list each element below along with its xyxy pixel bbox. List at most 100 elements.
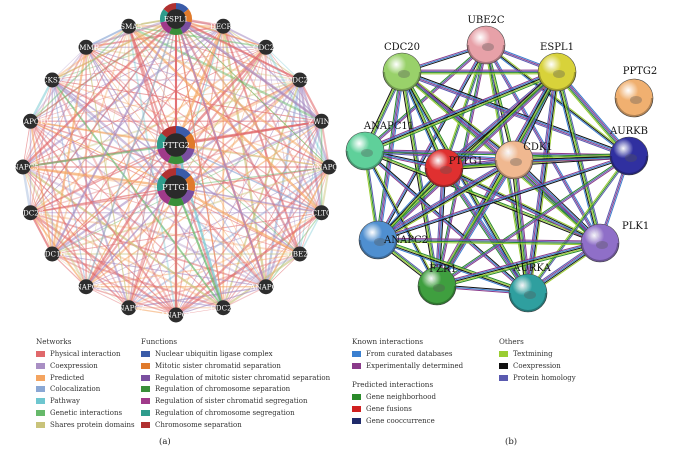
legend-swatch [141, 398, 150, 405]
node-cdc23[interactable]: CDC23 [210, 300, 237, 316]
protein-node-plk1[interactable]: PLK1 [580, 221, 649, 263]
protein-node-aurka[interactable]: AURKA [508, 263, 552, 313]
svg-text:UBE2S: UBE2S [287, 250, 313, 259]
svg-text:ANAPC2: ANAPC2 [249, 282, 282, 291]
network-edge [320, 121, 330, 168]
network-edge [30, 144, 177, 214]
node-anapc10[interactable]: ANAPC10 [11, 113, 49, 129]
node-decr1[interactable]: DECR1 [210, 18, 237, 34]
node-anapc7[interactable]: ANAPC7 [112, 300, 145, 316]
legend-label: Mitotic sister chromatid separation [155, 361, 281, 370]
node-pttg2[interactable]: PTTG2 [156, 126, 195, 164]
network-edge [22, 144, 177, 168]
node-cdc20[interactable]: CDC20 [287, 72, 313, 88]
protein-node-pttg1[interactable]: PTTG1 [424, 148, 483, 188]
protein-node-ube2c[interactable]: UBE2C [466, 15, 506, 65]
protein-node-espl1[interactable]: ESPL1 [537, 42, 577, 92]
protein-node-anapc11[interactable]: ANAPC11 [345, 121, 414, 171]
interaction-edge [399, 71, 440, 287]
network-edge [51, 186, 177, 255]
legend-item-gene-neighborhood: Gene neighborhood [352, 393, 436, 401]
svg-text:CKS2: CKS2 [42, 76, 62, 85]
node-anapc1[interactable]: ANAPC1 [159, 307, 192, 323]
network-edge [85, 25, 130, 49]
node-cltc[interactable]: CLTC [312, 205, 332, 221]
network-edge [298, 79, 323, 213]
network-edge [175, 166, 330, 316]
node-psma5[interactable]: PSMA5 [115, 18, 143, 34]
legend-networks-title: Networks [36, 337, 72, 346]
network-edge [128, 25, 301, 255]
legend-swatch [352, 394, 361, 400]
network-edge [128, 17, 177, 308]
network-edge [29, 25, 130, 122]
network-edge [128, 212, 322, 309]
network-edge [29, 211, 177, 316]
network-edge [30, 25, 224, 122]
network-edge [175, 186, 225, 309]
network-edge [29, 120, 130, 309]
svg-text:ANAPC1: ANAPC1 [159, 311, 192, 320]
interaction-edge [377, 154, 630, 242]
svg-text:HMMR: HMMR [73, 43, 100, 52]
network-edge [265, 253, 300, 287]
legend-swatch [36, 421, 45, 428]
protein-node-cdk1[interactable]: CDK1 [494, 140, 553, 180]
node-anapc5[interactable]: ANAPC5 [6, 159, 39, 175]
network-edge [29, 79, 53, 213]
network-edge [127, 26, 177, 316]
legend-swatch [141, 362, 150, 369]
svg-text:ESPL1: ESPL1 [164, 15, 188, 24]
legend-functions-title: Functions [141, 337, 178, 346]
network-edge [30, 211, 267, 288]
network-edge [29, 17, 177, 214]
legend-swatch [141, 421, 150, 428]
node-anapc2[interactable]: ANAPC2 [249, 279, 282, 295]
node-cdc27[interactable]: CDC27 [253, 39, 279, 55]
legend-item-colocalization: Colocalization [36, 385, 100, 393]
network-edge [175, 16, 323, 123]
legend-label: Regulation of mitotic sister chromatid s… [155, 373, 331, 382]
protein-node-anapc2[interactable]: ANAPC2 [358, 220, 428, 260]
legend-label: Regulation of chromosome segregation [155, 409, 295, 417]
node-anapc11[interactable]: ANAPC11 [310, 159, 347, 175]
node-ube2s[interactable]: UBE2S [287, 246, 313, 262]
legend-swatch [36, 351, 45, 357]
network-edge [52, 212, 322, 255]
network-edge [51, 25, 130, 255]
protein-node-fzr1[interactable]: FZR1 [417, 264, 457, 306]
network-edge [51, 144, 177, 255]
network-edge [128, 18, 177, 308]
interaction-edge [525, 71, 560, 294]
node-espl1[interactable]: ESPL1 [160, 3, 192, 35]
legend-item-regulation-of-chromosome-separation: Regulation of chromosome separation [141, 385, 290, 393]
interaction-edge [436, 240, 601, 289]
network-edge [128, 307, 177, 316]
node-cdc16[interactable]: CDC16 [39, 246, 66, 262]
legend-item-chromosome-separation: Chromosome separation [141, 421, 242, 429]
legend-label: Gene cooccurrence [366, 416, 435, 425]
node-cdc26[interactable]: CDC26 [18, 205, 44, 221]
network-edge [265, 166, 330, 288]
node-hmmr[interactable]: HMMR [73, 39, 100, 55]
network-edge [21, 166, 32, 213]
node-anapc4[interactable]: ANAPC4 [69, 279, 102, 295]
legend-item-gene-cooccurrence: Gene cooccurrence [352, 417, 435, 425]
panel-a-label: (a) [159, 437, 171, 447]
network-edge [22, 121, 31, 168]
network-edge [222, 25, 267, 49]
protein-node-aurkb[interactable]: AURKB [609, 126, 649, 176]
network-edge [85, 186, 177, 288]
protein-node-pptg2[interactable]: PPTG2 [614, 66, 657, 118]
protein-node-cdc20[interactable]: CDC20 [382, 42, 422, 92]
node-cks2[interactable]: CKS2 [42, 72, 62, 88]
legend-swatch [141, 410, 150, 416]
node-pttg1[interactable]: PTTG1 [157, 168, 195, 206]
interaction-edge [511, 157, 603, 246]
network-edge [299, 121, 322, 255]
network-edge [30, 25, 224, 214]
node-zwint[interactable]: ZWINT [308, 113, 335, 129]
network-edge [22, 166, 177, 316]
